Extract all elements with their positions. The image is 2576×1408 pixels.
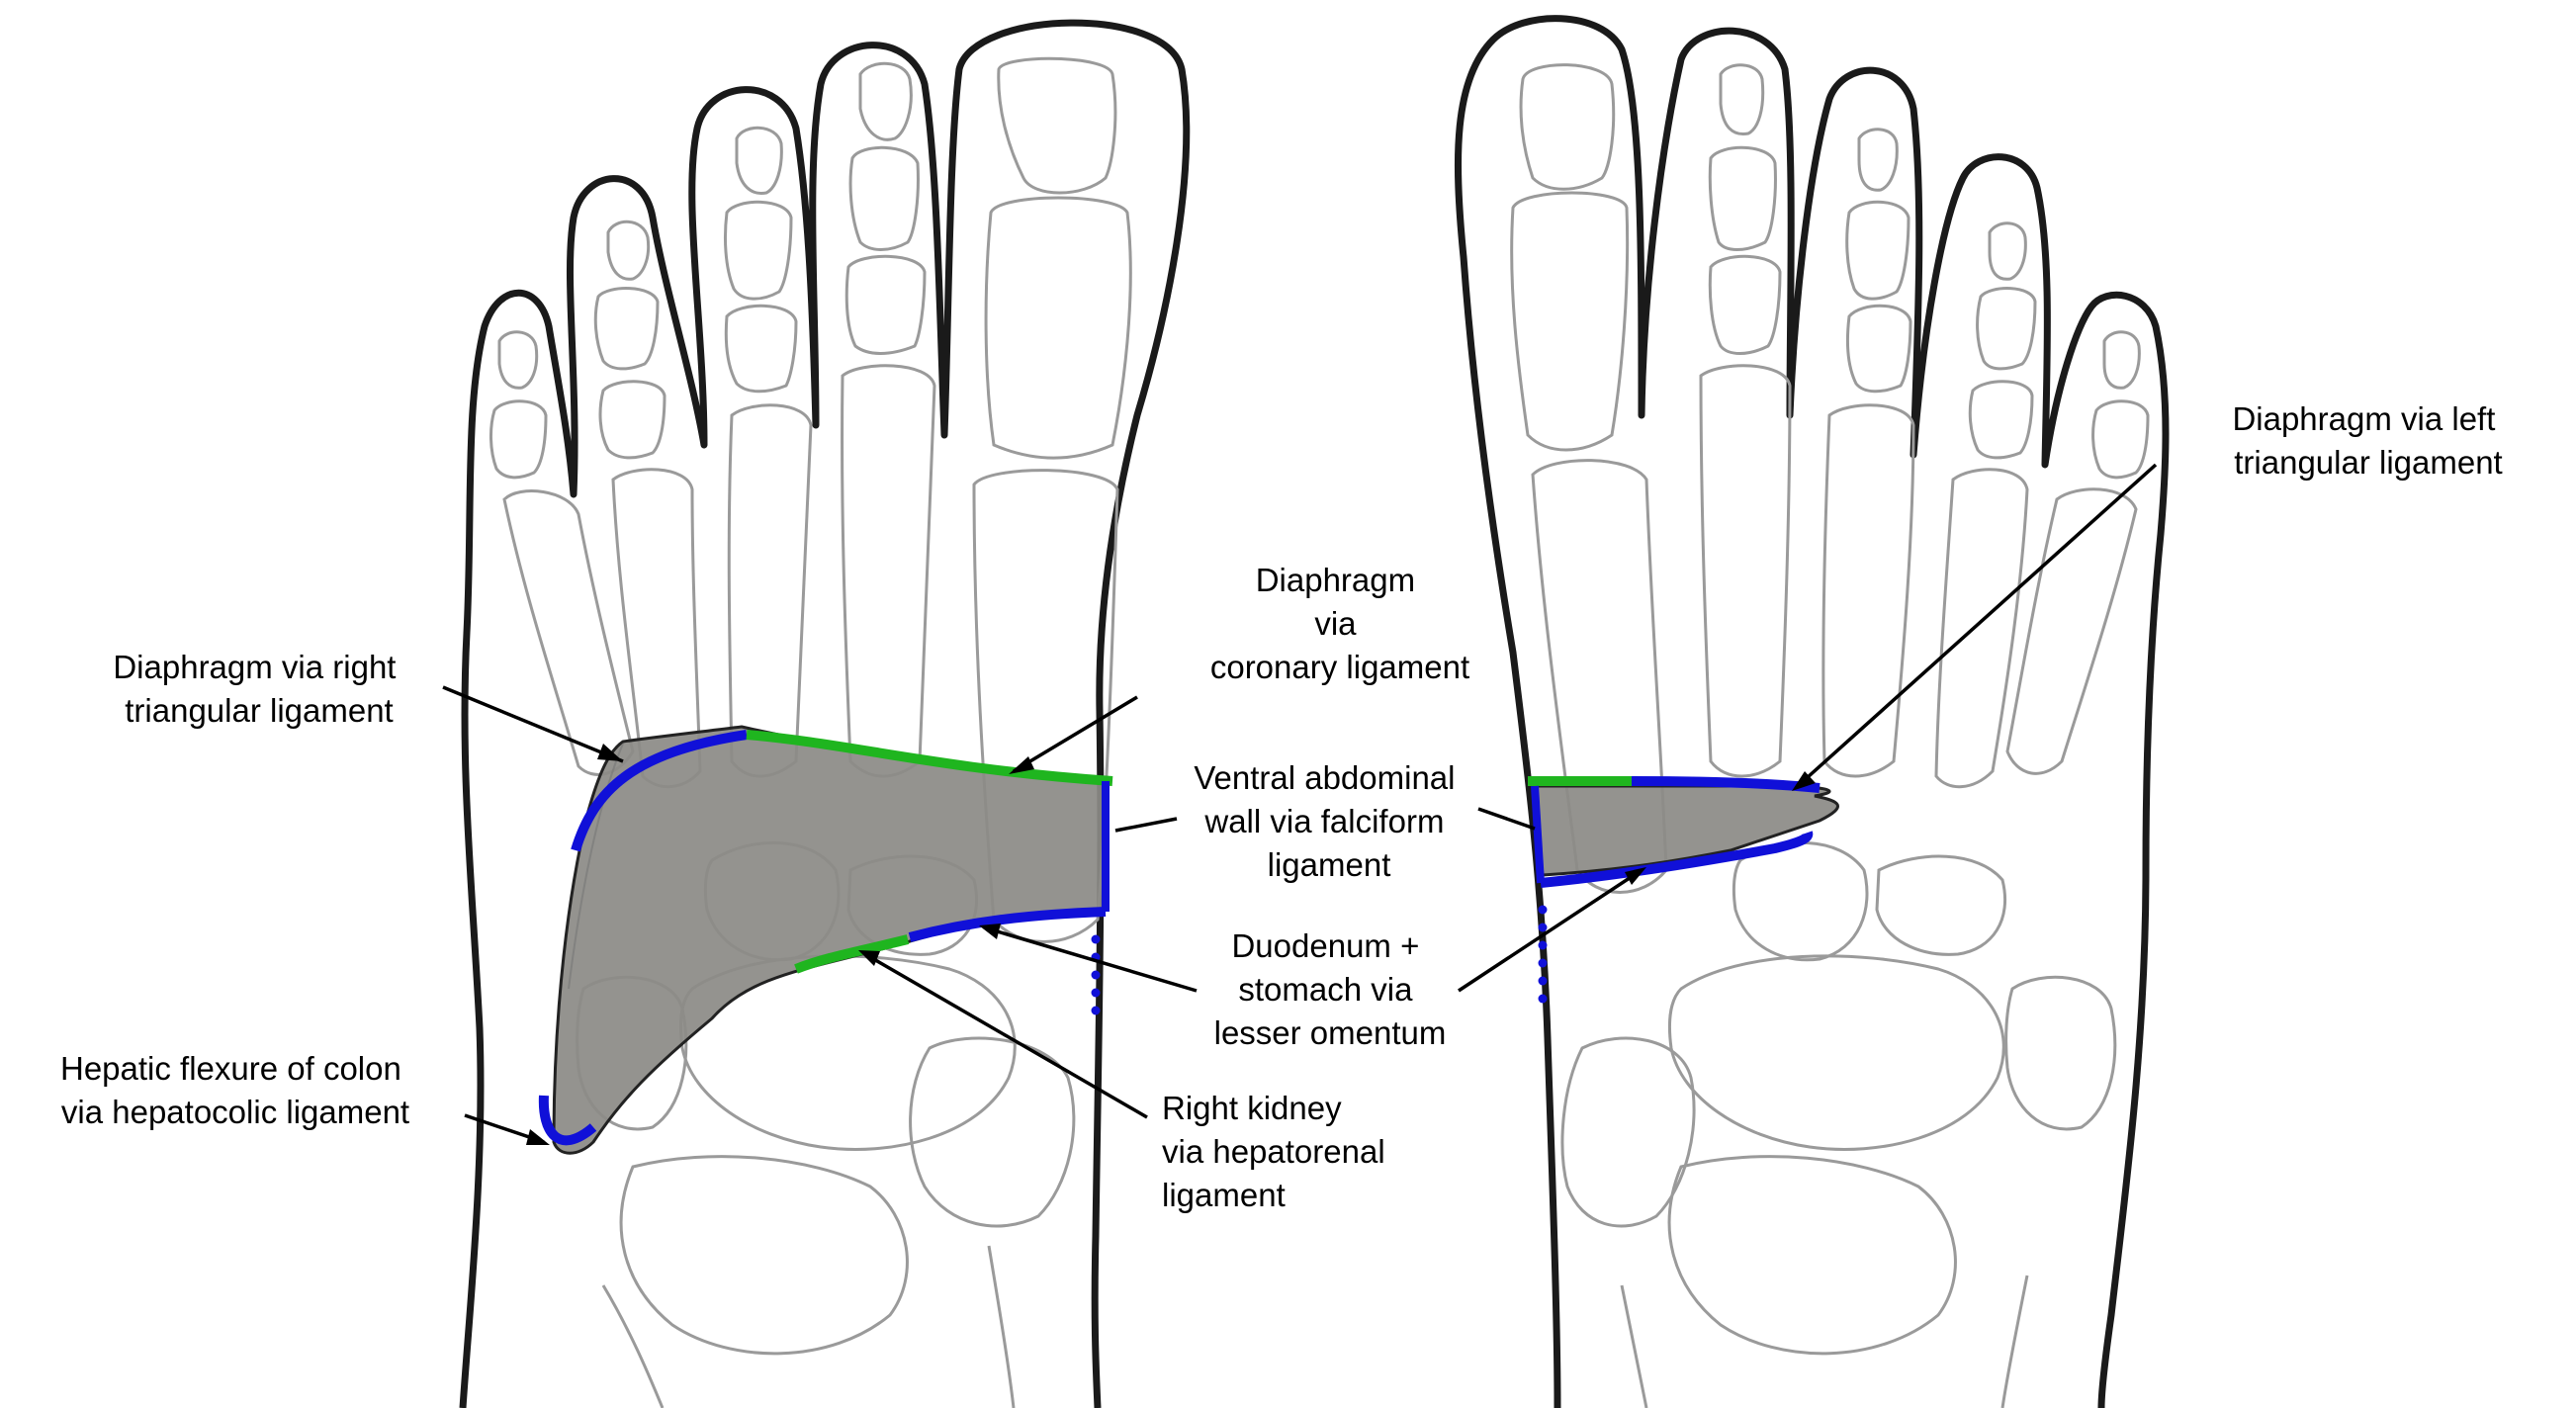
leader-lesser-omentum-right <box>1458 868 1643 993</box>
leader-left-triangular <box>1796 463 2158 788</box>
label-hepatic-flexure: Hepatic flexure of colon via hepatocolic… <box>60 1050 410 1130</box>
label-hepatorenal: Right kidney via hepatorenal ligament <box>1162 1090 1394 1213</box>
liver-shape-right <box>1531 784 1839 877</box>
leader-falciform <box>1114 817 1178 833</box>
leader-lines <box>442 463 2158 1145</box>
leader-right-triangular <box>442 685 624 763</box>
right-foot-bones <box>1510 63 2150 1408</box>
left-foot <box>459 19 1191 1408</box>
right-lobe-liver <box>538 725 1113 1155</box>
band-falciform-right <box>1531 785 1545 884</box>
band-lesser-omentum <box>908 907 1107 942</box>
left-foot-outline <box>459 19 1191 1408</box>
leader-coronary <box>1013 695 1138 773</box>
leader-falciform-right <box>1477 807 1536 831</box>
dotted-line-right <box>1538 905 1548 1004</box>
band-right-triangular <box>571 730 748 852</box>
leader-lesser-omentum <box>983 925 1198 993</box>
left-lobe-liver <box>1528 776 1839 1004</box>
band-coronary <box>746 730 1113 786</box>
right-foot-outline <box>1454 15 2170 1408</box>
band-lesser-omentum-right <box>1540 831 1814 888</box>
labels: Diaphragm via right triangular ligament … <box>60 400 2504 1213</box>
leader-hepatorenal <box>864 952 1148 1119</box>
band-hepatorenal <box>794 934 910 974</box>
right-foot <box>1454 15 2170 1408</box>
label-lesser-omentum: Duodenum + stomach via lesser omentum <box>1214 927 1447 1051</box>
label-falciform: Ventral abdominal wall via falciform lig… <box>1194 759 1464 883</box>
label-coronary: Diaphragm via coronary ligament <box>1210 562 1469 685</box>
band-hepatocolic <box>538 1095 597 1146</box>
label-left-triangular: Diaphragm via left triangular ligament <box>2232 400 2504 481</box>
label-right-triangular: Diaphragm via right triangular ligament <box>113 649 404 729</box>
